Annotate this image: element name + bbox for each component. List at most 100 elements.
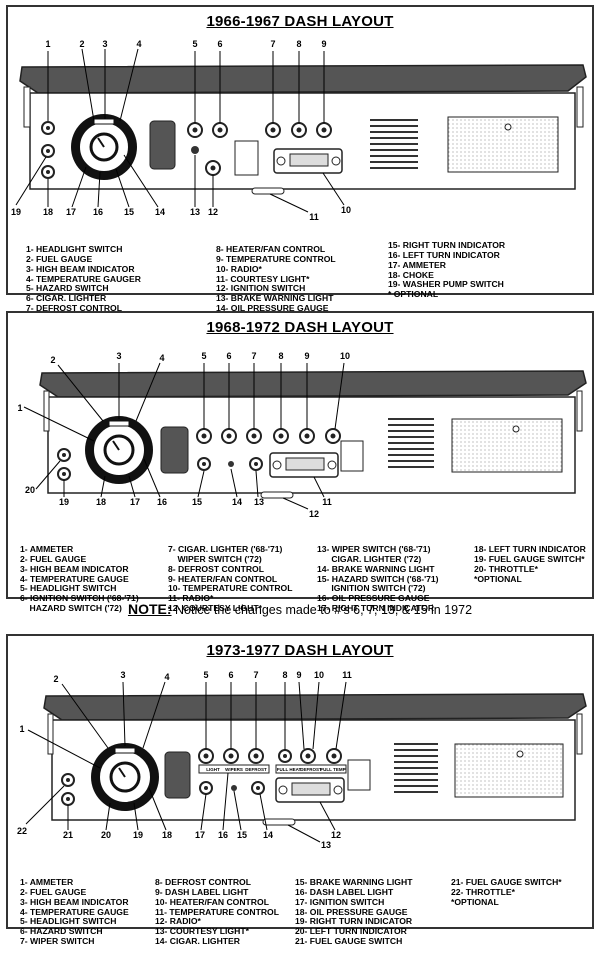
num-16: 16 xyxy=(93,207,103,217)
label-wipers: WIPERS xyxy=(225,767,243,772)
num-9: 9 xyxy=(321,39,326,49)
legend-item: 4- TEMPERATURE GAUGER xyxy=(26,273,141,284)
legend-item: 14- CIGAR. LIGHTER xyxy=(155,936,240,947)
title-1968-1972: 1968-1972 DASH LAYOUT xyxy=(206,319,394,336)
num-13: 13 xyxy=(190,207,200,217)
legend-item: 5- HEADLIGHT SWITCH xyxy=(20,916,117,927)
legend-item: 9- DASH LABEL LIGHT xyxy=(155,886,249,897)
legend-item: 19- FUEL GAUGE SWITCH* xyxy=(474,553,585,564)
legend-item: 2- FUEL GAUGE xyxy=(20,553,87,564)
legend-item: 11- TEMPERATURE CONTROL xyxy=(155,906,279,917)
legend-item: 12- IGNITION SWITCH xyxy=(216,283,306,294)
num-2: 2 xyxy=(79,39,84,49)
num-3: 3 xyxy=(116,351,121,361)
legend-item: 1- AMMETER xyxy=(20,876,74,887)
legend-item: 19- WASHER PUMP SWITCH xyxy=(388,279,504,290)
num-18: 18 xyxy=(162,830,172,840)
dash-diagram-1973-1977: LIGHT WIPERS DEFROST FULL HEAT DEFROST F… xyxy=(17,670,587,850)
legend-item: 16- OIL PRESSURE GAUGE xyxy=(317,593,430,604)
num-10: 10 xyxy=(314,670,324,680)
gauge-cluster xyxy=(85,416,153,484)
legend-item: 11- COURTESY LIGHT* xyxy=(216,273,310,284)
legend-1968-col3: 13- WIPER SWITCH ('68-'71) CIGAR. LIGHTE… xyxy=(317,525,439,634)
num-17: 17 xyxy=(66,207,76,217)
num-4: 4 xyxy=(159,353,164,363)
num-7: 7 xyxy=(270,39,275,49)
num-3: 3 xyxy=(102,39,107,49)
legend-item: IGNITION SWITCH ('72) xyxy=(317,583,426,594)
num-5: 5 xyxy=(201,351,206,361)
num-8: 8 xyxy=(278,351,283,361)
legend-item: 5- HEADLIGHT SWITCH xyxy=(20,583,117,594)
legend-item: 9- HEATER/FAN CONTROL xyxy=(168,573,278,584)
legend-item: 17- IGNITION SWITCH xyxy=(295,896,385,907)
num-11: 11 xyxy=(342,670,352,680)
num-2: 2 xyxy=(50,355,55,365)
legend-item: 14- BRAKE WARNING LIGHT xyxy=(317,563,435,574)
legend-item: 14- OIL PRESSURE GAUGE xyxy=(216,303,329,314)
title-1973-1977: 1973-1977 DASH LAYOUT xyxy=(206,642,394,659)
num-14: 14 xyxy=(232,497,242,507)
legend-item: *OPTIONAL xyxy=(451,896,499,907)
legend-item: 13- BRAKE WARNING LIGHT xyxy=(216,293,334,304)
num-12: 12 xyxy=(331,830,341,840)
num-4: 4 xyxy=(164,672,169,682)
label-defrost-2: DEFROST xyxy=(300,767,322,772)
num-6: 6 xyxy=(217,39,222,49)
num-12: 12 xyxy=(309,509,319,519)
num-8: 8 xyxy=(296,39,301,49)
num-18: 18 xyxy=(96,497,106,507)
legend-item: 5- HAZARD SWITCH xyxy=(26,283,109,294)
legend-item: 8- HEATER/FAN CONTROL xyxy=(216,243,326,254)
num-5: 5 xyxy=(192,39,197,49)
legend-item: 3- HIGH BEAM INDICATOR xyxy=(26,263,135,274)
legend-item: 2- FUEL GAUGE xyxy=(20,886,87,897)
note-line: NOTE: Notice the changes made to #'s 6, … xyxy=(0,601,600,617)
legend-item: CIGAR. LIGHTER ('72) xyxy=(317,553,422,564)
legend-item: 13- WIPER SWITCH ('68-'71) xyxy=(317,543,431,554)
dash-diagram-1968-1972: 1 2 3 4 5 6 7 8 9 10 11 12 13 14 15 16 1… xyxy=(17,351,587,519)
num-15: 15 xyxy=(124,207,134,217)
num-17: 17 xyxy=(195,830,205,840)
gauge-cluster xyxy=(71,114,137,180)
panel-1966-1967: 1966-1967 DASH LAYOUT xyxy=(6,5,594,313)
legend-item: 12- RADIO* xyxy=(155,916,201,927)
legend-item: *OPTIONAL xyxy=(474,573,522,584)
legend-item: 17- AMMETER xyxy=(388,259,446,270)
legend-item: 6- CIGAR. LIGHTER xyxy=(26,293,107,304)
legend-item: 17- RIGHT TURN INDICATOR xyxy=(317,603,435,614)
num-9: 9 xyxy=(304,351,309,361)
num-1: 1 xyxy=(45,39,50,49)
label-full-heat: FULL HEAT xyxy=(277,767,302,772)
dash-diagram-1966-1967: 1 2 3 4 5 6 7 8 9 10 11 12 13 14 15 16 1… xyxy=(11,39,587,222)
legend-item: 7- CIGAR. LIGHTER ('68-'71) xyxy=(168,543,283,554)
legend-item: 4- TEMPERATURE GAUGE xyxy=(20,573,129,584)
legend-item: 2- FUEL GAUGE xyxy=(26,253,93,264)
num-8: 8 xyxy=(282,670,287,680)
num-3: 3 xyxy=(120,670,125,680)
legend-item: 20- LEFT TURN INDICATOR xyxy=(295,926,407,937)
legend-item: 10- RADIO* xyxy=(216,263,262,274)
num-11: 11 xyxy=(309,212,319,222)
num-9: 9 xyxy=(296,670,301,680)
panel-1968-1972: 1968-1972 DASH LAYOUT xyxy=(6,311,594,613)
num-21: 21 xyxy=(63,830,73,840)
legend-item: 8- DEFROST CONTROL xyxy=(168,563,264,574)
legend-item: 10- HEATER/FAN CONTROL xyxy=(155,896,269,907)
legend-item: HAZARD SWITCH ('72) xyxy=(20,603,122,614)
num-5: 5 xyxy=(203,670,208,680)
num-1: 1 xyxy=(17,403,22,413)
num-13: 13 xyxy=(254,497,264,507)
num-7: 7 xyxy=(253,670,258,680)
num-20: 20 xyxy=(101,830,111,840)
num-16: 16 xyxy=(157,497,167,507)
num-14: 14 xyxy=(155,207,165,217)
legend-item: 16- LEFT TURN INDICATOR xyxy=(388,249,500,260)
note-text: Notice the changes made to #'s 6, 7, 13,… xyxy=(171,603,473,617)
legend-item: 12- COURTESY LIGHT* xyxy=(168,603,262,614)
legend-item: 15- HAZARD SWITCH ('68-'71) xyxy=(317,573,439,584)
